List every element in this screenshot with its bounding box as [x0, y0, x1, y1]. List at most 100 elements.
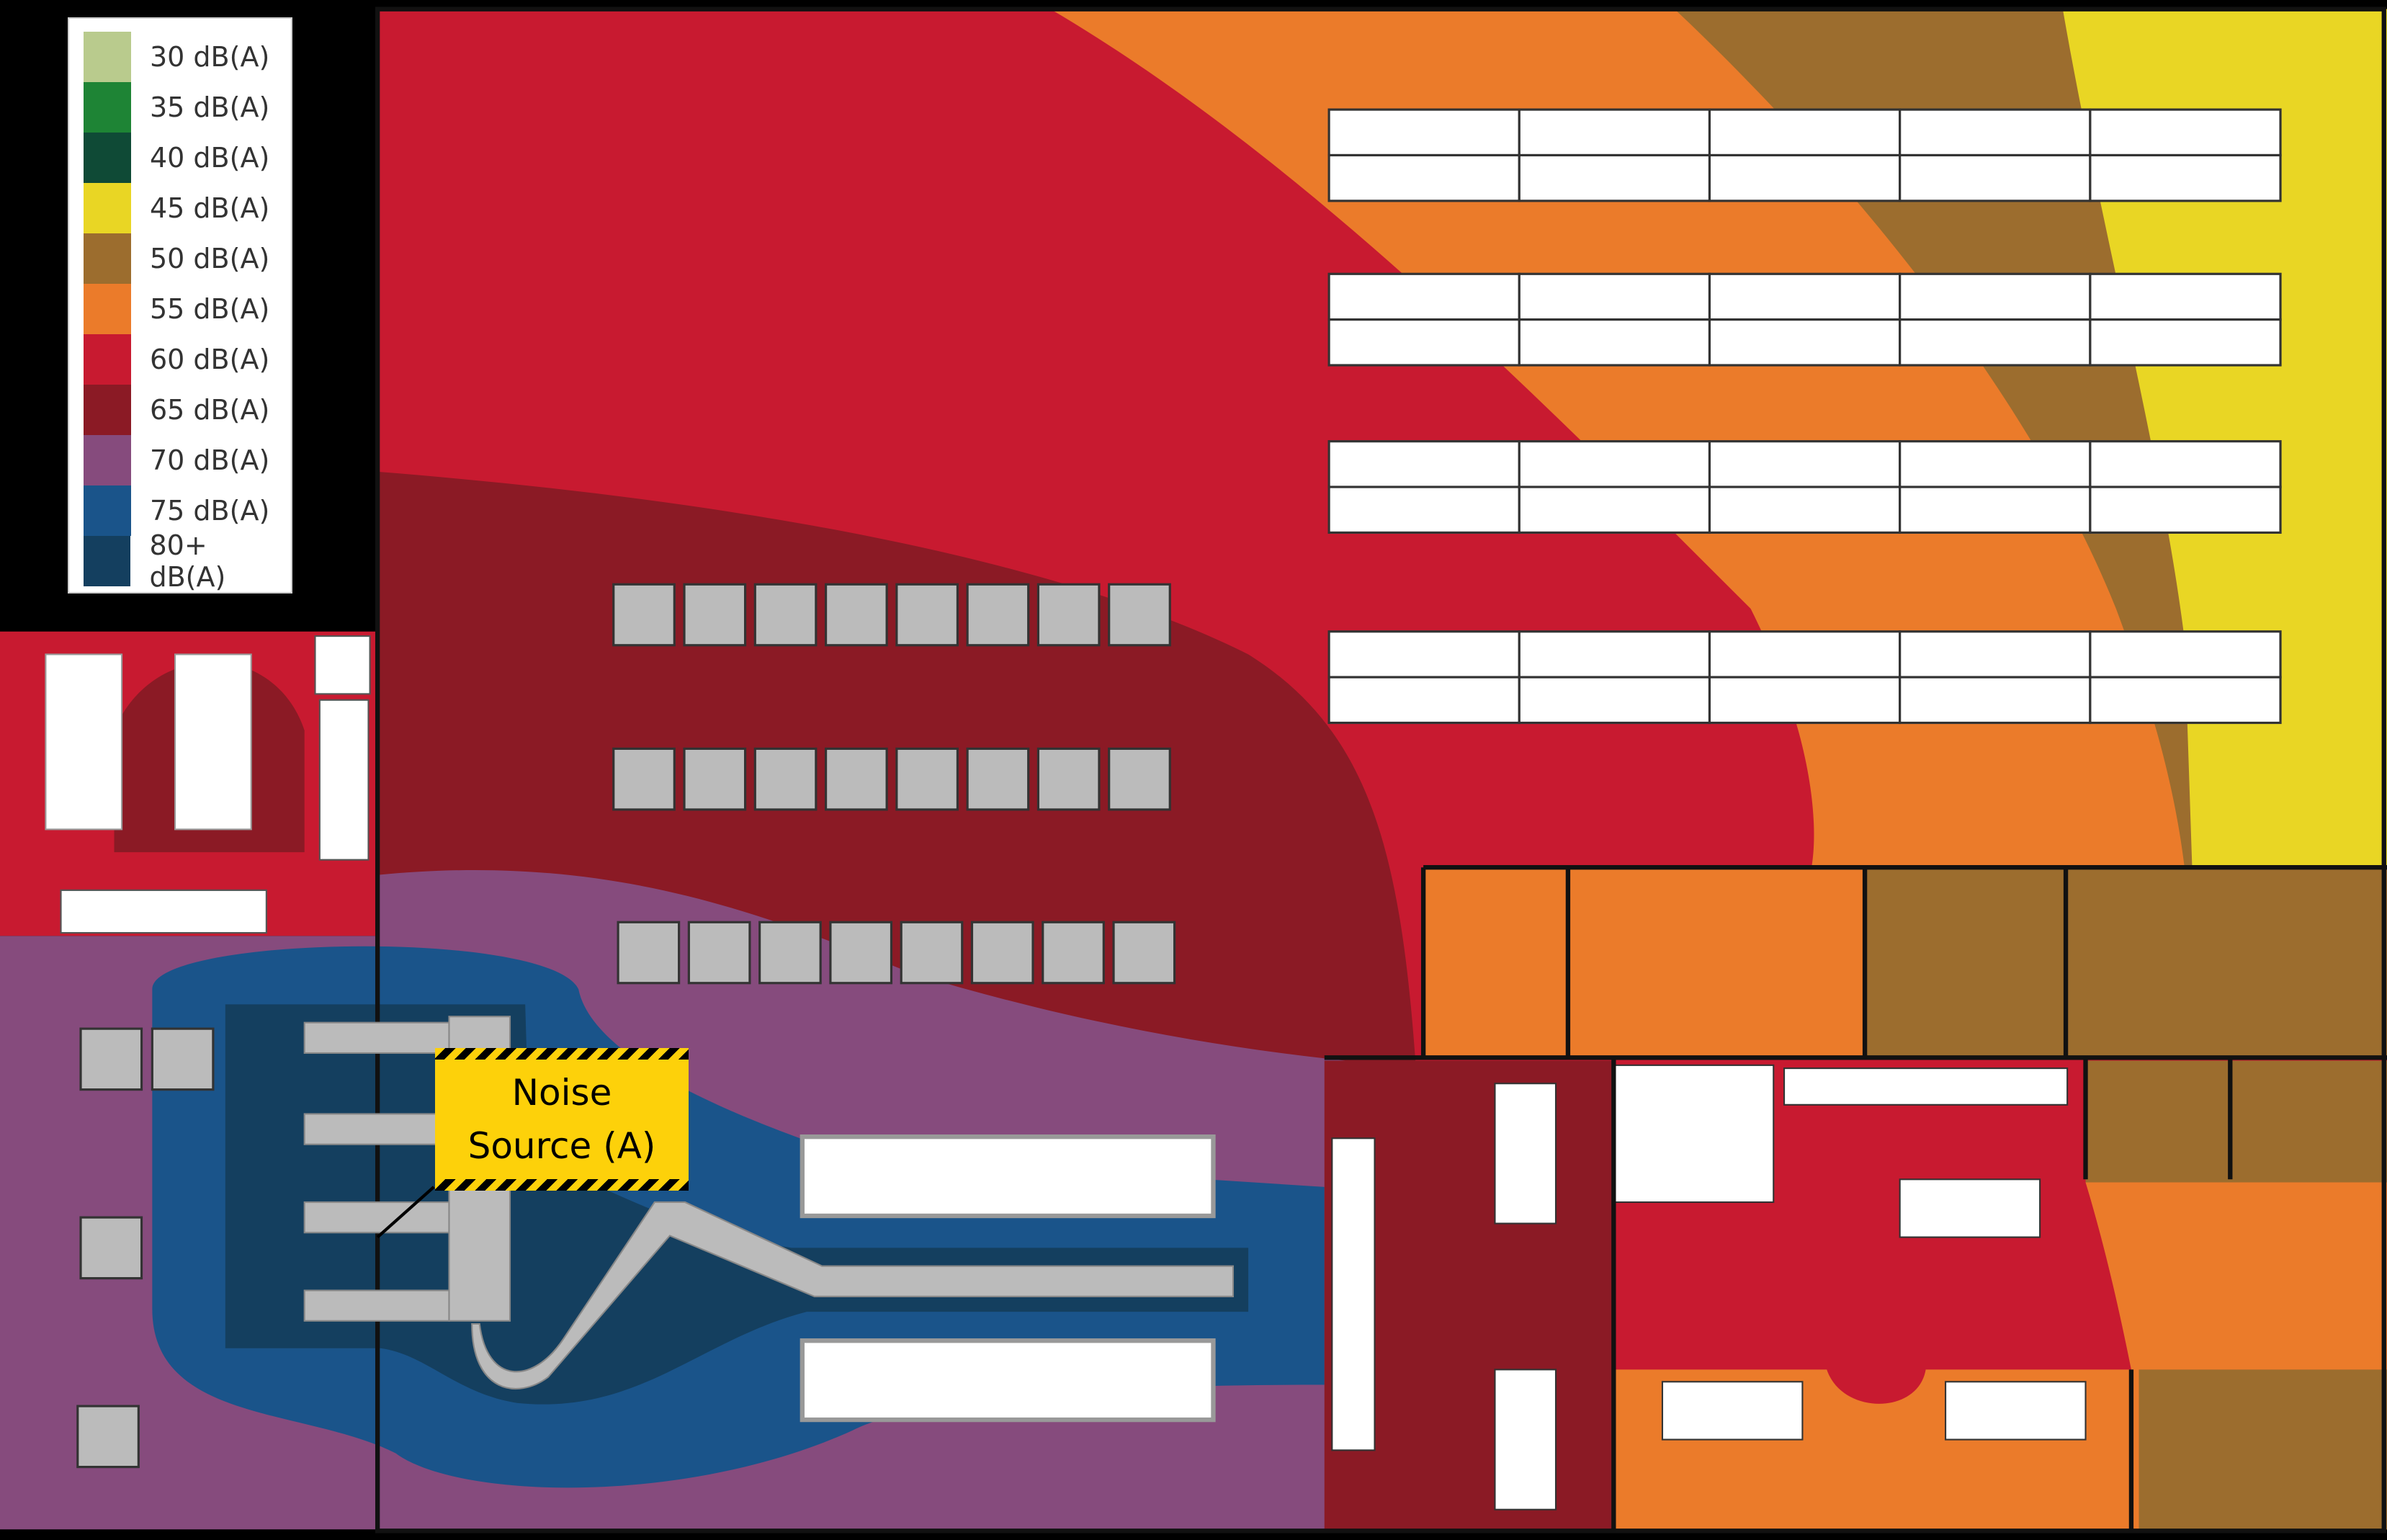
rack	[612, 747, 676, 811]
rack	[824, 747, 888, 811]
rack	[2089, 153, 2282, 202]
rack	[1108, 583, 1171, 647]
legend-swatch	[84, 133, 131, 183]
rack	[1327, 440, 1521, 488]
legend-item: 50 dB(A)	[84, 233, 291, 284]
rack	[1708, 153, 1902, 202]
rack	[612, 583, 676, 647]
desk	[1661, 1381, 1804, 1441]
pallet-bays	[800, 1134, 1216, 1423]
rack	[753, 583, 818, 647]
rack	[758, 921, 822, 985]
rack	[1708, 485, 1902, 534]
legend-label: 70 dB(A)	[150, 444, 270, 476]
noise-source-line2: Source (A)	[467, 1125, 656, 1167]
rack	[1899, 676, 2092, 725]
legend-label: 80+ dB(A)	[149, 529, 226, 593]
rack	[1518, 485, 1711, 534]
rack	[900, 921, 964, 985]
legend-label: 60 dB(A)	[150, 344, 270, 375]
legend-swatch	[84, 435, 131, 485]
legend-swatch	[84, 82, 131, 133]
rack	[2089, 440, 2282, 488]
shelf	[1783, 1067, 2069, 1106]
rack	[824, 583, 888, 647]
rack	[895, 747, 959, 811]
rack	[151, 1027, 215, 1091]
sink	[318, 699, 370, 861]
rack	[1518, 108, 1711, 157]
rack	[1708, 108, 1902, 157]
legend-label: 45 dB(A)	[150, 192, 270, 224]
rack	[970, 921, 1034, 985]
rack	[1327, 676, 1521, 725]
legend-item: 35 dB(A)	[84, 82, 291, 133]
rack	[1327, 485, 1521, 534]
rack	[1899, 485, 2092, 534]
rack	[1036, 747, 1101, 811]
reception-counter	[1331, 1137, 1376, 1451]
legend-swatch	[84, 32, 131, 82]
rack	[79, 1216, 143, 1280]
rack	[1327, 272, 1521, 321]
rack	[1708, 318, 1902, 367]
counter	[60, 889, 267, 934]
legend-label: 35 dB(A)	[150, 91, 270, 123]
rack	[1518, 318, 1711, 367]
rack	[1899, 108, 2092, 157]
legend-item: 55 dB(A)	[84, 284, 291, 334]
rack	[2089, 485, 2282, 534]
rack	[2089, 676, 2282, 725]
desk	[1899, 1178, 2041, 1238]
legend-label: 55 dB(A)	[150, 293, 270, 325]
legend-item: 45 dB(A)	[84, 183, 291, 233]
rack	[1518, 153, 1711, 202]
stairs	[1613, 1064, 1775, 1204]
legend-swatch	[84, 485, 131, 536]
zone-45db	[2062, 9, 2387, 868]
legend-swatch	[84, 183, 131, 233]
legend-item: 30 dB(A)	[84, 32, 291, 82]
legend-swatch	[84, 284, 131, 334]
rack	[1327, 108, 1521, 157]
legend-item: 65 dB(A)	[84, 385, 291, 435]
legend-swatch	[84, 385, 131, 435]
noise-source-label: Noise Source (A)	[435, 1048, 689, 1191]
rack	[1708, 676, 1902, 725]
legend-label: 75 dB(A)	[150, 495, 270, 527]
rack	[1108, 747, 1171, 811]
rack	[1518, 272, 1711, 321]
rack	[1112, 921, 1176, 985]
rack	[1518, 630, 1711, 679]
fridge	[314, 635, 371, 695]
rack	[1327, 318, 1521, 367]
rack	[2089, 318, 2282, 367]
rack	[895, 583, 959, 647]
rack	[1518, 676, 1711, 725]
rack	[2089, 630, 2282, 679]
legend-item: 70 dB(A)	[84, 435, 291, 485]
rack	[753, 747, 818, 811]
rack	[1518, 440, 1711, 488]
table	[45, 653, 123, 831]
legend-item: 40 dB(A)	[84, 133, 291, 183]
rack	[1899, 440, 2092, 488]
rack	[687, 921, 751, 985]
table	[174, 653, 252, 831]
storage-racks	[76, 108, 2282, 1469]
rack	[617, 921, 681, 985]
rack	[1899, 153, 2092, 202]
rack	[1327, 153, 1521, 202]
legend-swatch	[84, 536, 131, 586]
legend-item: 80+ dB(A)	[84, 529, 291, 593]
rack	[1708, 272, 1902, 321]
rack	[1708, 440, 1902, 488]
rack	[683, 747, 747, 811]
legend-label: 50 dB(A)	[150, 243, 270, 274]
rack	[829, 921, 893, 985]
rack	[1899, 630, 2092, 679]
legend-label: 30 dB(A)	[150, 41, 270, 73]
rack	[1899, 318, 2092, 367]
rack	[1036, 583, 1101, 647]
